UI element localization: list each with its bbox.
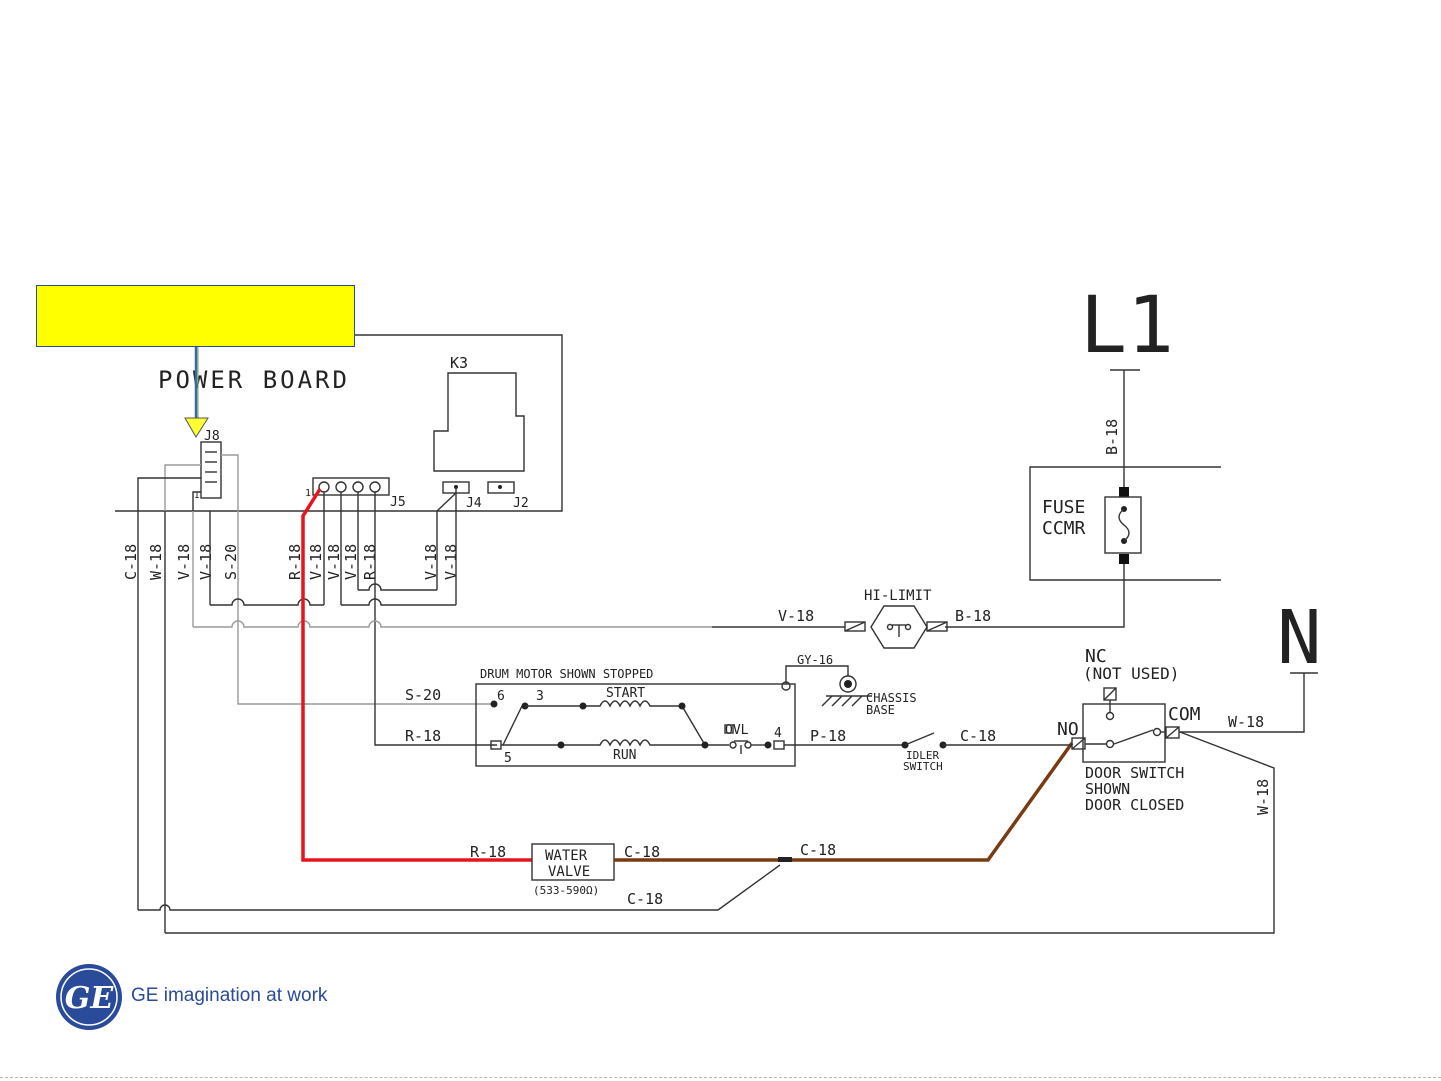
j8-label: J8 (204, 429, 220, 444)
svg-text:GE: GE (65, 981, 115, 1016)
fuse-element (1104, 496, 1142, 554)
connector-j5 (312, 477, 390, 496)
wire-label-v18-hilimit: V-18 (778, 607, 814, 625)
ge-logo: GE (56, 964, 122, 1030)
wire-label-v18-e: V-18 (342, 544, 360, 580)
wire-label-v18-b: V-18 (197, 544, 215, 580)
wire-label-v18-c: V-18 (307, 544, 325, 580)
wire-label-p18: P-18 (810, 727, 846, 745)
fuse-enclosure (1029, 466, 1221, 581)
terminal-4: 4 (774, 726, 782, 741)
wire-label-r18-a: R-18 (286, 544, 304, 580)
wire-label-v18-a: V-18 (175, 544, 193, 580)
j8-pin1-label: 1 (194, 491, 199, 501)
wire-label-s20: S-20 (222, 544, 240, 580)
idler-label-1: IDLER (906, 749, 939, 762)
j2-label: J2 (513, 496, 529, 511)
j5-pin1-label: 1 (305, 488, 311, 499)
door-switch-label-3: DOOR CLOSED (1085, 796, 1184, 814)
fuse-label-1: FUSE (1042, 497, 1085, 518)
wire-label-gy16: GY-16 (797, 653, 833, 667)
door-switch (1082, 703, 1166, 763)
valve-label-1: WATER (545, 848, 588, 864)
j4-label: J4 (466, 496, 482, 511)
hi-limit-label: HI-LIMIT (864, 588, 932, 604)
wire-label-c18-bottom: C-18 (627, 890, 663, 908)
connector-j2 (487, 481, 515, 494)
chassis-label-1: CHASSIS (866, 691, 917, 705)
valve-label-2: VALVE (548, 864, 590, 880)
valve-resistance: (533-590Ω) (533, 884, 599, 897)
line-l1-label: L1 (1080, 281, 1174, 371)
water-valve (531, 843, 615, 881)
start-winding-label: START (606, 686, 645, 701)
power-board-outline (115, 334, 563, 512)
relay-k3 (433, 372, 525, 472)
wire-label-w18-vertical: W-18 (1254, 779, 1272, 815)
wire-label-b18-hilimit: B-18 (955, 607, 991, 625)
terminal-6: 6 (497, 689, 505, 704)
idler-label-2: SWITCH (903, 760, 943, 773)
wire-label-v18-f: V-18 (422, 544, 440, 580)
connector-j8 (200, 441, 222, 499)
wire-label-c18-idler: C-18 (960, 727, 996, 745)
j5-label: J5 (390, 495, 406, 510)
wire-label-r18-valve: R-18 (470, 843, 506, 861)
door-not-used-label: (NOT USED) (1083, 664, 1179, 683)
ovl-label: OVL (725, 723, 749, 738)
ge-tagline: GE imagination at work (131, 985, 328, 1006)
wire-label-r18-b: R-18 (361, 544, 379, 580)
wire-label-b18-top: B-18 (1103, 419, 1121, 455)
power-board-title: POWER BOARD (158, 366, 350, 394)
door-no-label: NO (1057, 719, 1079, 740)
wire-label-w18-neutral: W-18 (1228, 713, 1264, 731)
wire-label-c18: C-18 (122, 544, 140, 580)
wire-label-v18-d: V-18 (325, 544, 343, 580)
page-bottom-rule (0, 1077, 1441, 1078)
wire-label-c18-brown: C-18 (800, 841, 836, 859)
door-nc-label: NC (1085, 646, 1107, 667)
neutral-label: N (1277, 595, 1322, 681)
highlight-wire-red (301, 488, 532, 862)
wire-label-s20-motor: S-20 (405, 686, 441, 704)
hi-limit-thermostat (870, 605, 928, 649)
terminal-5: 5 (504, 751, 512, 766)
drum-motor-title: DRUM MOTOR SHOWN STOPPED (480, 667, 653, 681)
door-com-label: COM (1168, 704, 1201, 725)
wire-label-v18-g: V-18 (442, 544, 460, 580)
chassis-label-2: BASE (866, 703, 895, 717)
fuse-label-2: CCMR (1042, 518, 1086, 539)
wire-label-c18-valve: C-18 (624, 843, 660, 861)
run-winding-label: RUN (613, 748, 636, 763)
highlight-wire-brown (614, 741, 1074, 862)
door-switch-label-1: DOOR SWITCH (1085, 764, 1184, 782)
drum-motor (475, 683, 796, 767)
door-switch-label-2: SHOWN (1085, 780, 1130, 798)
terminal-3: 3 (536, 689, 544, 704)
wire-label-r18-motor: R-18 (405, 727, 441, 745)
wire-label-w18: W-18 (147, 544, 165, 580)
callout-highlight-box (36, 285, 355, 347)
relay-k3-label: K3 (450, 354, 468, 372)
callout-arrow (184, 417, 209, 438)
